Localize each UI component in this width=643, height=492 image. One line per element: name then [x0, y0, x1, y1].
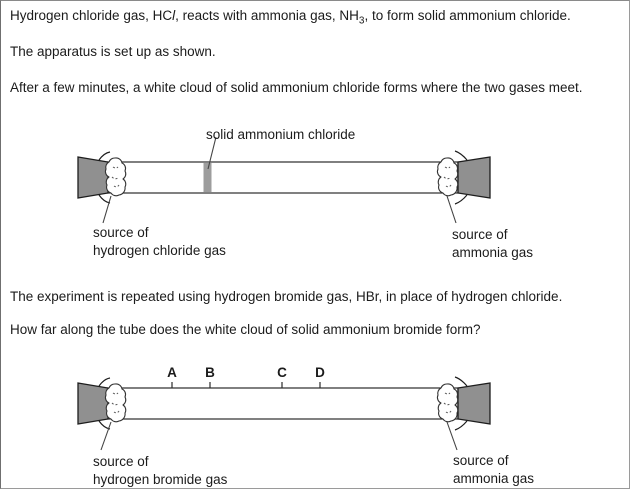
leader-line-right-source: [446, 195, 457, 224]
cotton-wool-left: [104, 383, 127, 423]
cotton-wool-right: [436, 157, 459, 197]
text-segment: , to form solid ammonium chloride.: [364, 8, 571, 23]
right-source-label: source of ammonia gas: [452, 226, 533, 262]
bung-tie-mark: [454, 376, 468, 387]
question-text-line-4: The experiment is repeated using hydroge…: [10, 289, 563, 304]
diagram-hydrogen-chloride-tube: solid ammonium chloride source of hydrog…: [0, 120, 643, 285]
glass-tube: [107, 387, 459, 420]
left-source-label-line1: source of: [93, 225, 149, 240]
cotton-wool-left: [104, 157, 127, 197]
bung-tie-mark: [454, 420, 468, 431]
bung-tie-mark: [98, 377, 111, 387]
right-source-label-line2: ammonia gas: [453, 471, 535, 486]
left-source-label-line1: source of: [93, 454, 149, 469]
marker-B: B: [205, 365, 215, 380]
bung-tie-mark: [454, 150, 468, 161]
left-source-label: source of hydrogen chloride gas: [93, 224, 226, 260]
right-source-label-line1: source of: [452, 227, 508, 242]
question-text-line-5: How far along the tube does the white cl…: [10, 322, 481, 337]
text-segment: , reacts with ammonia gas, NH: [175, 8, 359, 23]
left-bung: [77, 382, 109, 425]
italic-l: l: [172, 8, 176, 23]
text-segment: Hydrogen chloride gas, HC: [10, 8, 173, 23]
right-bung: [457, 382, 491, 425]
left-source-label: source of hydrogen bromide gas: [93, 453, 227, 489]
marker-C: C: [277, 365, 287, 380]
tube-apparatus-drawing-2: [77, 376, 491, 451]
leader-line-band: [207, 136, 217, 170]
right-bung: [457, 156, 491, 199]
leader-line-left-source: [102, 195, 112, 224]
leader-line-right-source: [446, 421, 458, 451]
cotton-wool-right: [436, 383, 459, 423]
band-label: solid ammonium chloride: [206, 127, 356, 142]
bung-tie-mark: [98, 194, 111, 204]
tube-apparatus-drawing-1: [77, 136, 491, 224]
subscript-3: 3: [358, 15, 365, 27]
diagram-hydrogen-bromide-tube: A B C D source of hydrogen bromide gas s…: [0, 360, 643, 492]
question-text-line-3: After a few minutes, a white cloud of so…: [10, 80, 583, 95]
right-source-label-line1: source of: [453, 453, 509, 468]
question-text-line-1: Hydrogen chloride gas, HCl, reacts with …: [10, 8, 571, 27]
glass-tube: [107, 161, 459, 194]
right-source-label: source of ammonia gas: [453, 452, 534, 488]
solid-ammonium-chloride-band: [203, 163, 212, 192]
left-source-label-line2: hydrogen chloride gas: [93, 243, 226, 258]
bung-tie-mark: [454, 194, 468, 205]
bung-tie-mark: [98, 151, 111, 161]
left-bung: [77, 156, 109, 199]
marker-D: D: [315, 365, 325, 380]
left-source-label-line2: hydrogen bromide gas: [93, 472, 228, 487]
right-source-label-line2: ammonia gas: [452, 245, 534, 260]
marker-A: A: [167, 365, 177, 380]
leader-line-left-source: [100, 421, 112, 451]
question-text-line-2: The apparatus is set up as shown.: [10, 44, 216, 59]
